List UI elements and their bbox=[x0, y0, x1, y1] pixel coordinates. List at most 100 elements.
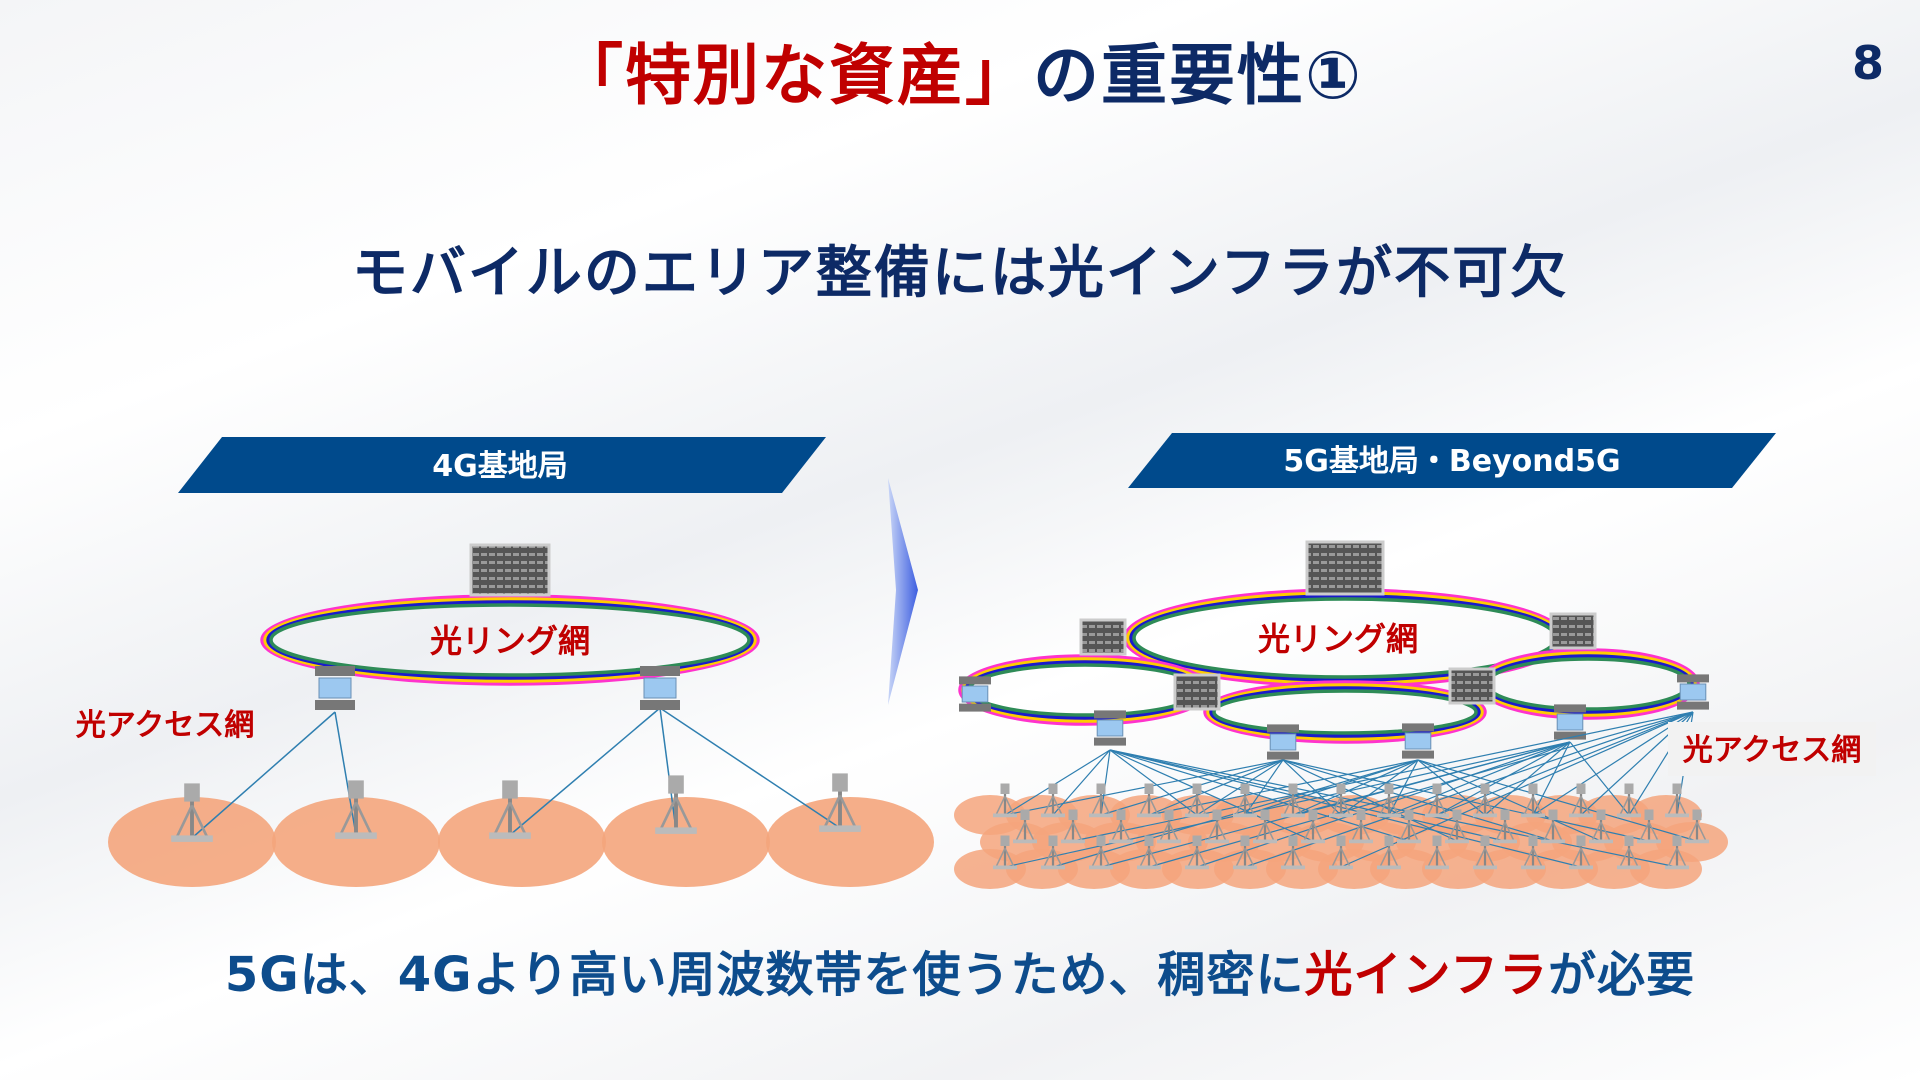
access-node-icon bbox=[1554, 704, 1586, 740]
cell-tower-icon bbox=[993, 783, 1017, 818]
fiber-link bbox=[1388, 741, 1571, 816]
cell-tower-icon bbox=[1397, 809, 1421, 844]
coverage-cell bbox=[438, 797, 606, 887]
ring-label-4g: 光リング網 bbox=[430, 622, 590, 660]
cell-tower-icon bbox=[1253, 809, 1277, 844]
cell-tower-icon bbox=[1541, 809, 1565, 844]
access-label-4g: 光アクセス網 bbox=[76, 708, 255, 743]
cell-tower-icon bbox=[171, 783, 213, 842]
fiber-link bbox=[659, 707, 677, 831]
cell-tower-icon bbox=[1041, 783, 1065, 818]
access-node-icon bbox=[1267, 724, 1299, 760]
coverage-cell bbox=[602, 797, 770, 887]
fiber-link bbox=[1244, 759, 1284, 816]
fiber-link bbox=[1109, 749, 1582, 868]
fiber-ring bbox=[967, 663, 1203, 717]
cell-tower-icon bbox=[1685, 809, 1709, 844]
cell-tower-icon bbox=[1617, 835, 1641, 870]
server-rack-icon bbox=[1305, 540, 1385, 596]
cell-tower-icon bbox=[1445, 809, 1469, 844]
access-node-icon bbox=[1677, 674, 1709, 710]
fiber-link bbox=[1148, 759, 1419, 816]
page-title: 「特別な資産」の重要性① bbox=[557, 37, 1363, 114]
page-number: 8 bbox=[1852, 36, 1885, 90]
cell-tower-icon bbox=[1473, 783, 1497, 818]
fiber-ring bbox=[269, 603, 751, 677]
access-node-icon bbox=[1094, 710, 1126, 746]
fiber-link bbox=[1292, 741, 1571, 816]
cell-tower-icon bbox=[655, 775, 697, 834]
fiber-link bbox=[334, 711, 357, 836]
diagram-5g bbox=[954, 540, 1728, 889]
cell-tower-icon bbox=[1013, 809, 1037, 844]
access-node-icon bbox=[640, 666, 680, 710]
access-node-icon bbox=[1402, 723, 1434, 759]
cell-tower-icon bbox=[1061, 809, 1085, 844]
coverage-cell bbox=[766, 797, 934, 887]
fiber-link bbox=[1100, 749, 1111, 816]
cell-tower-icon bbox=[1301, 809, 1325, 844]
cell-tower-icon bbox=[1665, 783, 1689, 818]
cell-tower-icon bbox=[1233, 783, 1257, 818]
cell-tower-icon bbox=[1377, 835, 1401, 870]
ring-label-5g: 光リング網 bbox=[1258, 620, 1418, 658]
cell-tower-icon bbox=[819, 773, 861, 832]
fiber-link bbox=[1109, 749, 1314, 842]
server-rack-icon bbox=[1448, 667, 1496, 705]
fiber-ring bbox=[964, 660, 1206, 720]
fiber-link bbox=[1196, 741, 1571, 868]
cell-tower-icon bbox=[1377, 783, 1401, 818]
fiber-link bbox=[1004, 741, 1571, 868]
fiber-ring bbox=[263, 597, 757, 683]
fiber-link bbox=[1196, 759, 1284, 816]
coverage-cell bbox=[1578, 849, 1650, 889]
diagram-4g bbox=[108, 543, 934, 887]
fiber-link bbox=[1292, 759, 1419, 816]
server-rack-icon bbox=[1079, 618, 1127, 656]
fiber-link bbox=[1436, 741, 1571, 816]
fiber-link bbox=[659, 707, 841, 829]
coverage-cell bbox=[954, 849, 1026, 889]
fiber-link bbox=[1109, 749, 1198, 816]
fiber-link bbox=[1532, 741, 1571, 816]
access-node-icon bbox=[959, 676, 991, 712]
fiber-link bbox=[1072, 711, 1694, 842]
fiber-ring bbox=[961, 657, 1209, 723]
banner-5g-label: 5G基地局・Beyond5G bbox=[1283, 444, 1620, 479]
cell-tower-icon bbox=[1157, 809, 1181, 844]
fiber-ring bbox=[1482, 654, 1694, 714]
cell-tower-icon bbox=[1617, 783, 1641, 818]
fiber-link bbox=[1417, 759, 1698, 842]
fiber-link bbox=[1282, 759, 1650, 842]
cell-tower-icon bbox=[1493, 809, 1517, 844]
coverage-cell bbox=[1422, 849, 1494, 889]
fiber-ring bbox=[1485, 657, 1691, 711]
cell-tower-icon bbox=[1569, 835, 1593, 870]
cell-tower-icon bbox=[1637, 809, 1661, 844]
cell-tower-icon bbox=[489, 780, 531, 839]
cell-tower-icon bbox=[1521, 835, 1545, 870]
banner-4g: 4G基地局 bbox=[178, 437, 826, 493]
banner-4g-label: 4G基地局 bbox=[432, 449, 568, 484]
cell-tower-icon bbox=[1089, 783, 1113, 818]
cell-tower-icon bbox=[1137, 835, 1161, 870]
cell-tower-icon bbox=[1425, 783, 1449, 818]
fiber-link bbox=[1109, 749, 1678, 868]
fiber-link bbox=[1148, 711, 1694, 868]
cell-tower-icon bbox=[1233, 835, 1257, 870]
cell-tower-icon bbox=[1589, 809, 1613, 844]
cell-tower-icon bbox=[1349, 809, 1373, 844]
fiber-link bbox=[1100, 759, 1284, 816]
fiber-ring bbox=[1209, 686, 1481, 738]
cell-tower-icon bbox=[1089, 835, 1113, 870]
fiber-link bbox=[509, 707, 661, 836]
access-node-icon bbox=[315, 666, 355, 710]
server-rack-icon bbox=[1173, 673, 1221, 711]
fiber-link bbox=[1340, 759, 1419, 816]
fiber-link bbox=[1436, 711, 1694, 816]
fiber-ring bbox=[1203, 680, 1487, 744]
server-rack-icon bbox=[1549, 612, 1597, 650]
fiber-link bbox=[1148, 759, 1284, 816]
fiber-ring bbox=[266, 600, 754, 680]
cell-tower-icon bbox=[1185, 835, 1209, 870]
